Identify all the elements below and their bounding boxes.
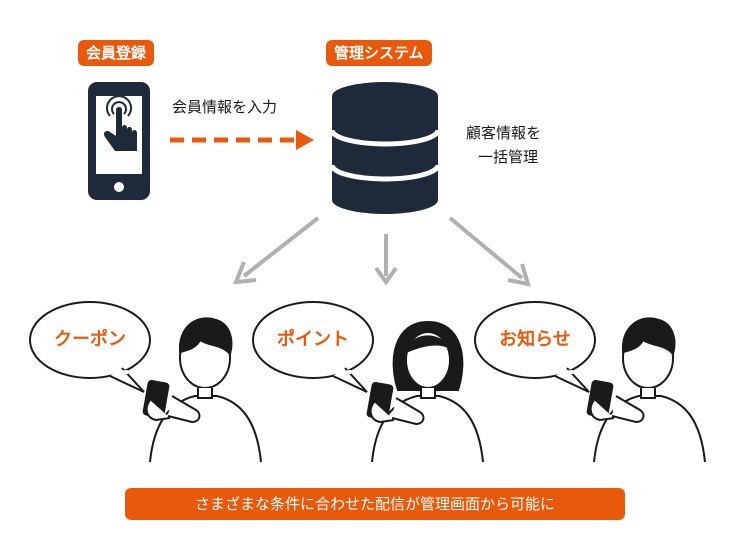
- speech-bubble-points: [252, 301, 374, 393]
- management-system-badge: 管理システム: [326, 40, 432, 66]
- footer-banner: さまざまな条件に合わせた配信が管理画面から可能に: [125, 488, 625, 520]
- coupon-bubble-label: クーポン: [54, 329, 126, 350]
- database-icon: [329, 82, 441, 214]
- smartphone-icon: [88, 82, 150, 200]
- speech-bubble-news: [474, 301, 596, 393]
- member-registration-badge: 会員登録: [78, 40, 155, 66]
- centralized-management-line2: 一括管理: [478, 148, 539, 166]
- news-bubble-label: お知らせ: [499, 329, 571, 350]
- points-bubble-label: ポイント: [277, 329, 349, 350]
- person-icon: [142, 317, 262, 463]
- input-member-info-label: 会員情報を入力: [172, 98, 278, 116]
- person-icon: [586, 317, 706, 463]
- distribution-arrows: [232, 216, 531, 287]
- centralized-management-line1: 顧客情報を: [466, 124, 542, 142]
- speech-bubble-coupon: [29, 301, 151, 393]
- person-icon: [366, 320, 484, 463]
- dashed-arrow: [170, 130, 314, 150]
